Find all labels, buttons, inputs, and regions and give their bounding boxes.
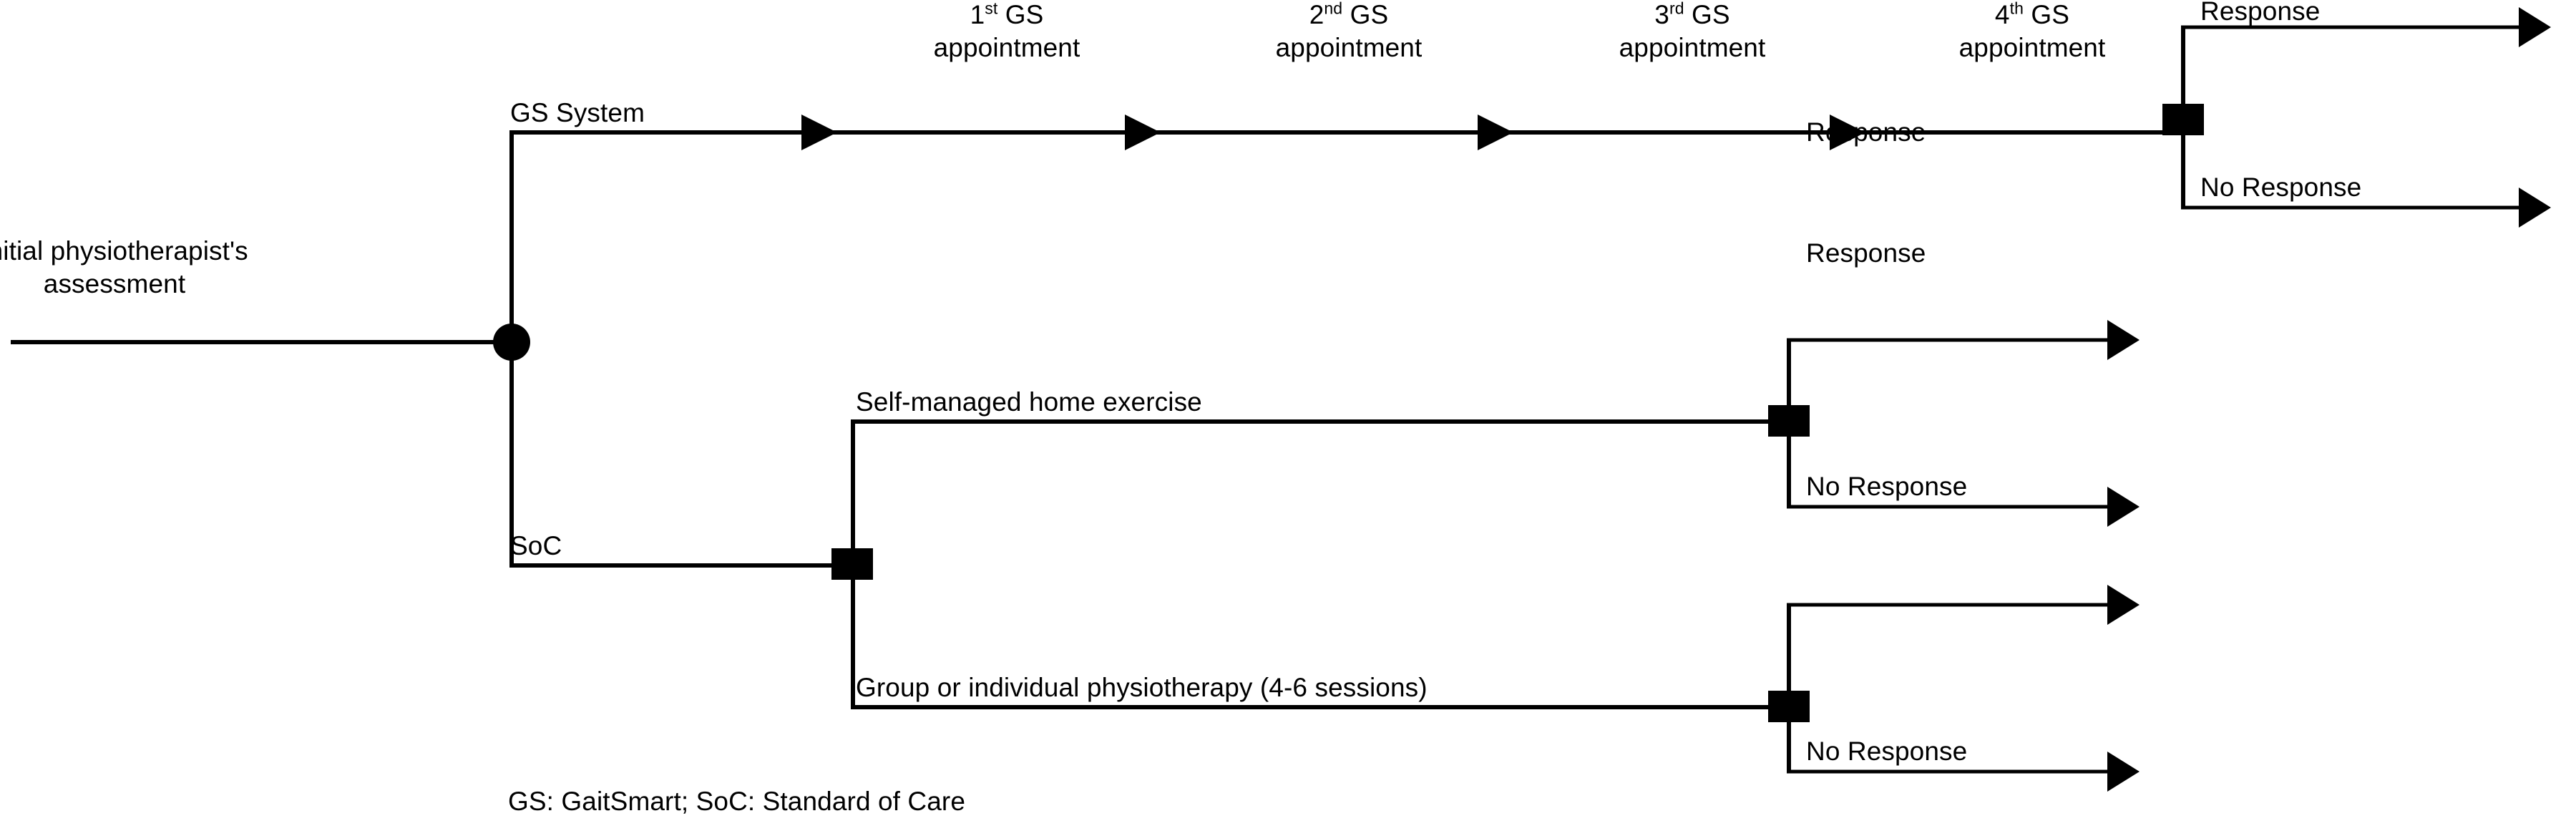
gs-no-response-label: No Response <box>2200 172 2362 202</box>
branch-label-soc: SoC <box>510 531 562 560</box>
gs-appointment-1-line-1: 1st GS <box>934 0 1080 31</box>
soc-option-physiotherapy-label: Group or individual physiotherapy (4-6 s… <box>856 673 1428 702</box>
gs-appointment-1-label: 1st GS appointment <box>934 0 1080 65</box>
soc-physiotherapy-no-response-label: No Response <box>1806 737 1968 766</box>
gs-appointment-1-ordinal: 1 <box>970 0 985 29</box>
soc-physiotherapy-no-response-terminal-marker <box>2107 752 2140 792</box>
soc-home-exercise-chance-node <box>1768 405 1810 437</box>
gs-appointment-3-line-2: appointment <box>1619 33 1766 63</box>
gs-no-response-terminal-marker <box>2519 188 2551 228</box>
gs-appointment-2-ordinal: 2 <box>1309 0 1324 29</box>
gs-appointment-4-label: 4th GS appointment <box>1959 0 2106 65</box>
gs-appointment-4-system: GS <box>2031 0 2070 29</box>
soc-chance-node <box>831 548 873 580</box>
gs-response-label: Response <box>2200 0 2321 26</box>
arrowhead-to-3rd-gs-appointment <box>1478 115 1513 150</box>
gs-outcome-chance-node <box>2162 104 2204 135</box>
root-label: Initial physiotherapist's assessment <box>0 235 248 301</box>
gs-appointment-2-suffix: nd <box>1324 0 1343 18</box>
gs-appointment-2-line-1: 2nd GS <box>1276 0 1423 31</box>
gs-appointment-2-system: GS <box>1350 0 1389 29</box>
gs-appointment-1-suffix: st <box>985 0 998 18</box>
gs-appointment-4-ordinal: 4 <box>1994 0 2010 29</box>
gs-appointment-4-line-1: 4th GS <box>1959 0 2106 31</box>
soc-home-exercise-response-label: Response <box>1806 117 1926 147</box>
gs-appointment-2-label: 2nd GS appointment <box>1276 0 1423 65</box>
gs-appointment-3-system: GS <box>1692 0 1730 29</box>
gs-appointment-3-label: 3rd GS appointment <box>1619 0 1766 65</box>
gs-appointment-2-line-2: appointment <box>1275 33 1423 63</box>
soc-home-exercise-no-response-terminal-marker <box>2107 487 2140 527</box>
footnote-legend: GS: GaitSmart; SoC: Standard of Care <box>508 787 966 816</box>
soc-home-exercise-no-response-label: No Response <box>1806 472 1968 501</box>
root-label-line-2: assessment <box>43 269 186 299</box>
arrowhead-to-1st-gs-appointment <box>801 115 837 150</box>
gs-appointment-4-line-2: appointment <box>1958 33 2106 63</box>
gs-appointment-3-line-1: 3rd GS <box>1619 0 1766 31</box>
soc-option-home-exercise-label: Self-managed home exercise <box>856 387 1202 417</box>
gs-appointment-1-line-2: appointment <box>933 33 1080 63</box>
gs-appointment-3-ordinal: 3 <box>1654 0 1669 29</box>
gs-response-terminal-marker <box>2519 7 2551 47</box>
arrowhead-to-4th-gs-appointment <box>1830 115 1865 150</box>
arrowhead-to-2nd-gs-appointment <box>1125 115 1161 150</box>
decision-node-circle <box>493 324 530 361</box>
root-label-line-1: Initial physiotherapist's <box>0 236 248 266</box>
gs-appointment-3-suffix: rd <box>1669 0 1684 18</box>
branch-label-gs-system: GS System <box>510 98 645 127</box>
gs-appointment-1-system: GS <box>1005 0 1044 29</box>
soc-physiotherapy-chance-node <box>1768 691 1810 722</box>
soc-home-exercise-response-terminal-marker <box>2107 320 2140 360</box>
gs-appointment-4-suffix: th <box>2009 0 2024 18</box>
soc-physiotherapy-response-terminal-marker <box>2107 585 2140 625</box>
soc-physiotherapy-response-label: Response <box>1806 238 1926 268</box>
